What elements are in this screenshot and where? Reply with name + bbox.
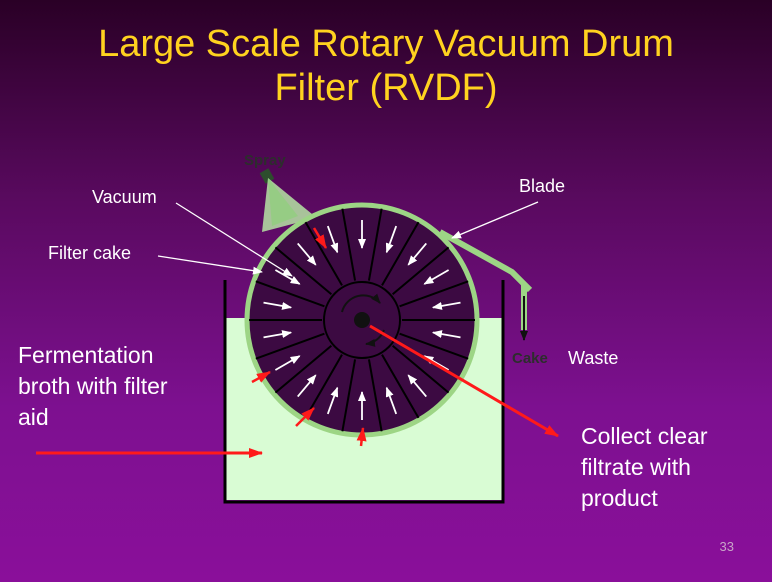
red-arrow-entry-1 bbox=[251, 370, 271, 384]
red-arrow-entry-2 bbox=[295, 407, 315, 427]
drum-spoke bbox=[274, 246, 333, 296]
collect-line-2: filtrate with bbox=[581, 454, 691, 480]
title-line-1: Large Scale Rotary Vacuum Drum bbox=[98, 23, 674, 65]
drum-spoke bbox=[367, 208, 383, 281]
drum-flow-arrow bbox=[385, 386, 398, 415]
waste-label: Waste bbox=[568, 348, 619, 368]
drum-spoke bbox=[304, 221, 343, 286]
drum-flow-arrow bbox=[263, 330, 293, 339]
spray-label: Spray bbox=[244, 152, 286, 169]
fermentation-line-2: broth with filter bbox=[18, 373, 168, 399]
vacuum-pointer bbox=[175, 202, 293, 277]
drum-spoke bbox=[367, 359, 383, 432]
drum-spoke bbox=[255, 332, 325, 360]
cake-label: Cake bbox=[512, 350, 548, 367]
drum-spoke bbox=[381, 221, 420, 286]
drum-flow-arrow bbox=[326, 225, 339, 254]
drum-flow-arrow bbox=[263, 301, 293, 310]
hub-rotation-arrow-top bbox=[341, 293, 381, 313]
drum-flow-arrow bbox=[297, 242, 317, 266]
drum-flow-arrow bbox=[297, 374, 317, 398]
filter-cake-label: Filter cake bbox=[48, 243, 132, 263]
drum-spoke bbox=[381, 354, 420, 419]
drum-spoke bbox=[399, 280, 469, 308]
blade-label: Blade bbox=[519, 176, 566, 196]
drum-flow-arrow bbox=[385, 225, 398, 254]
tank-walls bbox=[223, 280, 505, 504]
drum-spoke bbox=[341, 208, 357, 281]
drum-spokes bbox=[249, 208, 475, 432]
drum-flow-arrow bbox=[274, 355, 301, 371]
drum-spoke bbox=[391, 344, 450, 394]
drum-flow-arrow bbox=[431, 330, 461, 339]
red-arrow-top bbox=[312, 227, 328, 249]
drum-hub bbox=[354, 312, 370, 328]
drum-spoke bbox=[341, 359, 357, 432]
drum-flow-arrows bbox=[263, 220, 461, 420]
filtrate-outflow-arrow bbox=[369, 324, 559, 438]
fermentation-line-3: aid bbox=[18, 404, 49, 430]
collect-line-3: product bbox=[581, 485, 658, 511]
red-arrow-entry-3 bbox=[356, 427, 367, 447]
collect-filtrate-label: Collect clear filtrate with product bbox=[581, 421, 708, 514]
spray-nozzle bbox=[259, 168, 275, 184]
page-number: 33 bbox=[719, 539, 734, 554]
drum-flow-arrow bbox=[407, 242, 427, 266]
slide-title: Large Scale Rotary Vacuum Drum Filter (R… bbox=[0, 22, 772, 110]
vacuum-label: Vacuum bbox=[92, 187, 157, 207]
drum-flow-arrow bbox=[431, 301, 461, 310]
spray-plume-inner bbox=[268, 178, 298, 226]
drum-flow-arrow bbox=[274, 269, 301, 285]
drum-spoke bbox=[274, 344, 333, 394]
blade-pointer bbox=[451, 201, 539, 239]
filter-cake-pointer bbox=[157, 255, 263, 275]
collect-line-1: Collect clear bbox=[581, 423, 708, 449]
drum-spoke bbox=[399, 332, 469, 360]
drum-flow-arrow bbox=[423, 269, 450, 285]
drum-inner-ring bbox=[323, 281, 401, 359]
fermentation-broth-label: Fermentation broth with filter aid bbox=[18, 340, 168, 433]
hub-rotation-arrow-bottom bbox=[365, 329, 385, 347]
fermentation-line-1: Fermentation bbox=[18, 342, 154, 368]
drum-flow-arrow bbox=[407, 374, 427, 398]
title-line-2: Filter (RVDF) bbox=[274, 67, 498, 109]
drum-flow-arrow bbox=[326, 386, 339, 415]
drum-flow-arrow bbox=[423, 355, 450, 371]
drum-spoke bbox=[391, 246, 450, 296]
drum-spoke bbox=[255, 280, 325, 308]
